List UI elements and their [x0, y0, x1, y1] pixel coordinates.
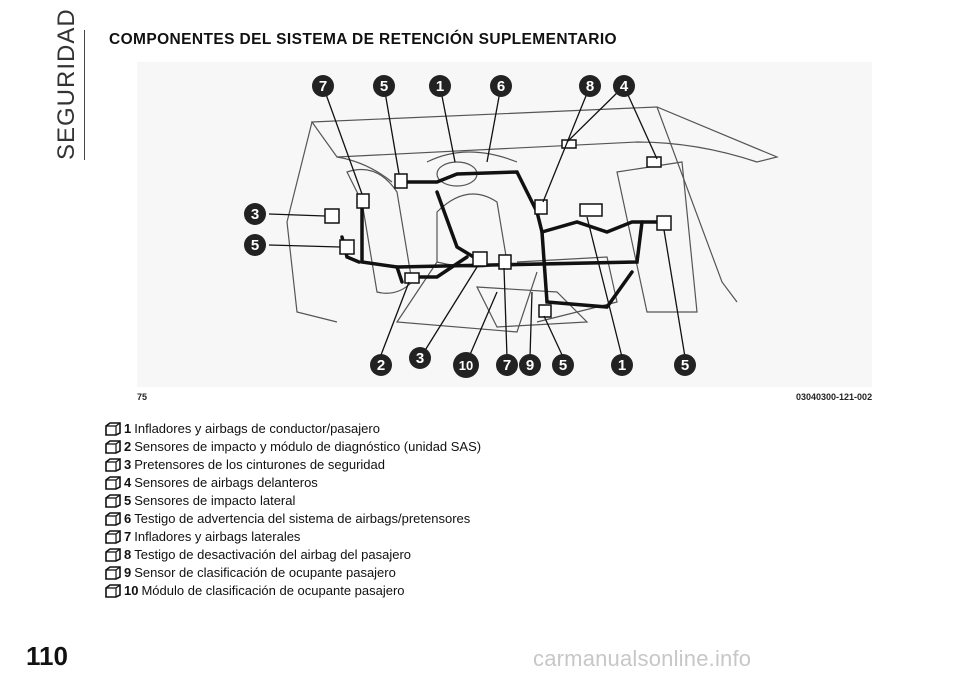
page-number: 110: [26, 641, 68, 671]
callout-label-top-0: 7: [319, 78, 327, 95]
callout-badge-bottom-4: [519, 354, 541, 376]
legend-text: Sensores de airbags delanteros: [134, 475, 318, 490]
callout-label-bottom-4: 9: [526, 357, 534, 374]
callout-label-top-5: 4: [620, 78, 629, 95]
leader-lines: [268, 85, 686, 358]
callout-badge-bottom-0: [370, 354, 392, 376]
bullet-icon: [105, 584, 121, 598]
bullet-icon: [105, 512, 121, 526]
callout-badge-top-5: [613, 75, 635, 97]
callout-badge-bottom-5: [552, 354, 574, 376]
callout-label-left-0: 3: [251, 206, 259, 223]
callout-badge-left-1: [244, 234, 266, 256]
legend-text: Infladores y airbags de conductor/pasaje…: [134, 421, 380, 436]
bullet-icon: [105, 494, 121, 508]
callout-badge-top-0: [312, 75, 334, 97]
legend-text: Testigo de desactivación del airbag del …: [134, 547, 412, 562]
legend-text: Módulo de clasificación de ocupante pasa…: [141, 583, 405, 598]
bullet-icon: [105, 422, 121, 436]
section-tab-label: SEGURIDAD: [53, 8, 80, 160]
watermark: carmanualsonline.info: [533, 646, 752, 671]
callout-label-left-1: 5: [251, 237, 259, 254]
callout-label-bottom-6: 1: [618, 357, 626, 374]
figure-code: 03040300-121-002: [796, 392, 873, 402]
callout-label-bottom-0: 2: [377, 357, 385, 374]
wiring-harness: [340, 170, 664, 309]
callout-badge-top-4: [579, 75, 601, 97]
callout-label-bottom-7: 5: [681, 357, 689, 374]
callout-badge-top-2: [429, 75, 451, 97]
callout-label-top-3: 6: [497, 78, 505, 95]
legend-text: Sensores de impacto y módulo de diagnóst…: [134, 439, 482, 454]
legend-number: 2: [124, 439, 132, 454]
page-title: COMPONENTES DEL SISTEMA DE RETENCIÓN SUP…: [109, 31, 617, 48]
callout-label-bottom-2: 10: [459, 358, 473, 373]
callout-label-top-1: 5: [380, 78, 388, 95]
legend-number: 10: [124, 583, 139, 598]
legend-number: 5: [124, 493, 132, 508]
callout-badge-bottom-3: [496, 354, 518, 376]
callout-badge-bottom-7: [674, 354, 696, 376]
legend-number: 7: [124, 529, 132, 544]
section-tab: [60, 30, 85, 160]
car-outline: [286, 106, 779, 333]
legend-text: Testigo de advertencia del sistema de ai…: [134, 511, 471, 526]
bullet-icon: [105, 566, 121, 580]
legend-text: Pretensores de los cinturones de segurid…: [134, 457, 385, 472]
callout-label-top-2: 1: [436, 78, 444, 95]
callout-label-bottom-3: 7: [503, 357, 511, 374]
callout-label-bottom-1: 3: [416, 350, 424, 367]
callout-badge-top-3: [490, 75, 512, 97]
callout-badge-bottom-2: [453, 352, 479, 378]
legend-number: 6: [124, 511, 132, 526]
bullet-icon: [105, 440, 121, 454]
callout-label-bottom-5: 5: [559, 357, 567, 374]
section-tab-line: [84, 30, 85, 160]
bullet-icon: [105, 458, 121, 472]
legend-number: 8: [124, 547, 132, 562]
callout-badge-bottom-1: [409, 347, 431, 369]
legend-number: 4: [124, 475, 132, 490]
bullet-icon: [105, 548, 121, 562]
callout-badge-top-1: [373, 75, 395, 97]
callout-badge-bottom-6: [611, 354, 633, 376]
legend-number: 1: [124, 421, 132, 436]
legend-text: Sensor de clasificación de ocupante pasa…: [134, 565, 396, 580]
legend-number: 3: [124, 457, 132, 472]
callout-label-top-4: 8: [586, 78, 594, 95]
legend-number: 9: [124, 565, 132, 580]
legend-text: Infladores y airbags laterales: [134, 529, 301, 544]
bullet-icon: [105, 476, 121, 490]
components: [324, 139, 672, 318]
legend-text: Sensores de impacto lateral: [134, 493, 296, 508]
bullet-icon: [105, 530, 121, 544]
callout-badge-left-0: [244, 203, 266, 225]
figure-ref: 75: [137, 392, 148, 402]
